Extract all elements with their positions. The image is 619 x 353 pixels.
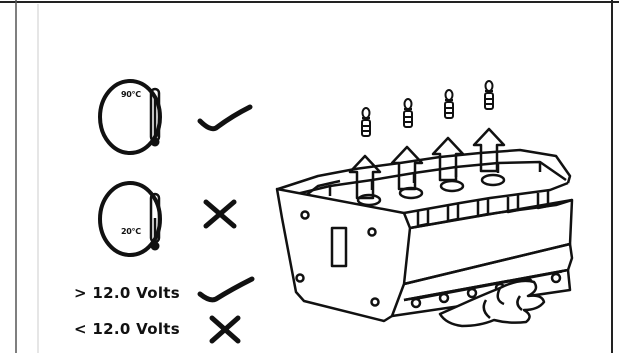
checkmark-icon	[200, 279, 252, 300]
glow-plug-removal-illustration	[277, 81, 572, 326]
glow-plug-icon	[404, 99, 412, 127]
arrow-up-icon	[350, 156, 380, 198]
thermometer-cold-reading: 20°C	[121, 227, 141, 236]
arrow-up-icon	[392, 147, 422, 189]
thermometer-hot-reading: 90°C	[121, 90, 141, 99]
glow-plug-icon	[362, 108, 370, 136]
voltage-low-label: < 12.0 Volts	[74, 320, 180, 338]
arrow-up-icon	[433, 138, 463, 180]
cross-icon	[206, 202, 234, 226]
thermometer-cold-icon	[100, 183, 160, 255]
glow-plug-icon	[485, 81, 493, 109]
glow-plug-icon	[445, 90, 453, 118]
checkmark-icon	[200, 107, 250, 129]
cross-icon	[212, 318, 238, 341]
voltage-high-label: > 12.0 Volts	[74, 284, 180, 302]
